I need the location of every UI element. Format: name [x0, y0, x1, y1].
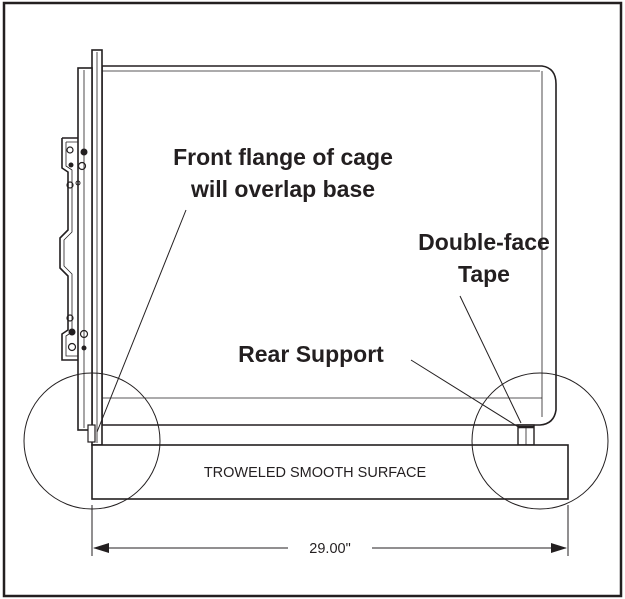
- double-face-tape-callout-line2: Tape: [458, 261, 510, 287]
- fastener-upper-2: [80, 148, 88, 156]
- fastener-lower-5: [81, 345, 87, 351]
- fastener-lower-1: [66, 314, 74, 322]
- front-flange-callout-line1: Front flange of cage: [173, 144, 393, 170]
- fastener-upper-6: [75, 180, 81, 186]
- fastener-lower-2: [68, 328, 76, 336]
- fastener-upper-3: [68, 162, 74, 168]
- latch-bracket-inner: [63, 141, 78, 357]
- rear-support-leader: [410, 359, 521, 429]
- double-face-tape-leader: [459, 295, 522, 424]
- front-flange-callout-line2: will overlap base: [190, 176, 375, 202]
- front-flange-tab: [87, 424, 96, 443]
- dimension-width-label: 29.00": [309, 541, 350, 557]
- front-flange-leader: [96, 209, 187, 433]
- base-surface-label: TROWELED SMOOTH SURFACE: [204, 465, 427, 481]
- fastener-upper-5: [66, 181, 74, 189]
- latch-bracket: [59, 137, 78, 361]
- rear-support-callout: Rear Support: [238, 341, 384, 367]
- dimension-arrow-left: [93, 543, 109, 553]
- double-face-tape-callout-line1: Double-face: [418, 229, 550, 255]
- dimension-arrow-right: [551, 543, 567, 553]
- fastener-lower-4: [67, 342, 77, 352]
- fastener-upper-1: [66, 146, 74, 154]
- door-panel-plate: [77, 67, 93, 431]
- cage-body: [101, 65, 557, 426]
- fastener-lower-3: [79, 329, 89, 339]
- detail-circle-rear: [471, 372, 609, 510]
- base-slab: [91, 444, 569, 500]
- fastener-upper-4: [77, 161, 87, 171]
